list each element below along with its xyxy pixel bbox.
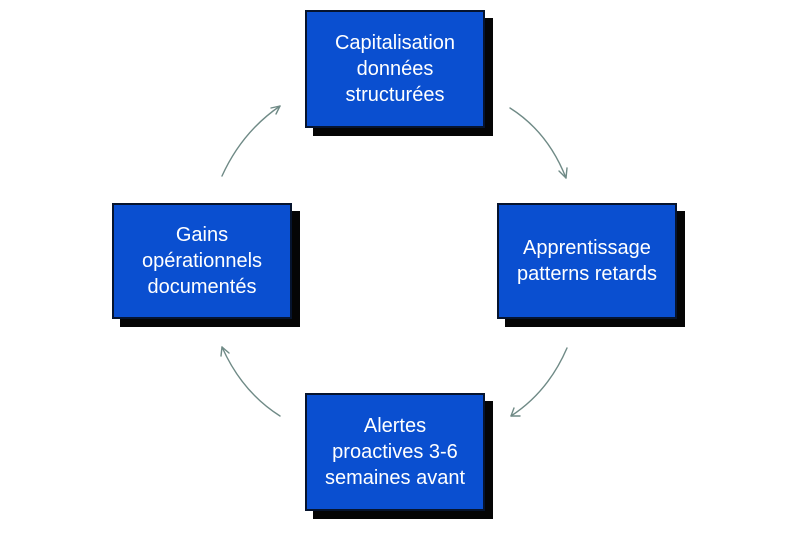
arrow-left-to-top: [221, 105, 281, 177]
node-alertes-label: Alertes proactives 3-6 semaines avant: [324, 415, 466, 489]
node-apprentissage-label: Apprentissage patterns retards: [516, 237, 658, 285]
node-gains: Gains opérationnels documentés: [112, 203, 292, 319]
node-gains-label: Gains opérationnels documentés: [141, 224, 263, 298]
node-capitalisation-label: Capitalisation données structurées: [334, 32, 456, 106]
node-capitalisation: Capitalisation données structurées: [305, 10, 485, 128]
node-alertes: Alertes proactives 3-6 semaines avant: [305, 393, 485, 511]
node-apprentissage: Apprentissage patterns retards: [497, 203, 677, 319]
arrow-right-to-bottom: [510, 347, 568, 417]
arrow-top-to-right: [509, 107, 568, 179]
arrow-bottom-to-left: [220, 346, 281, 417]
